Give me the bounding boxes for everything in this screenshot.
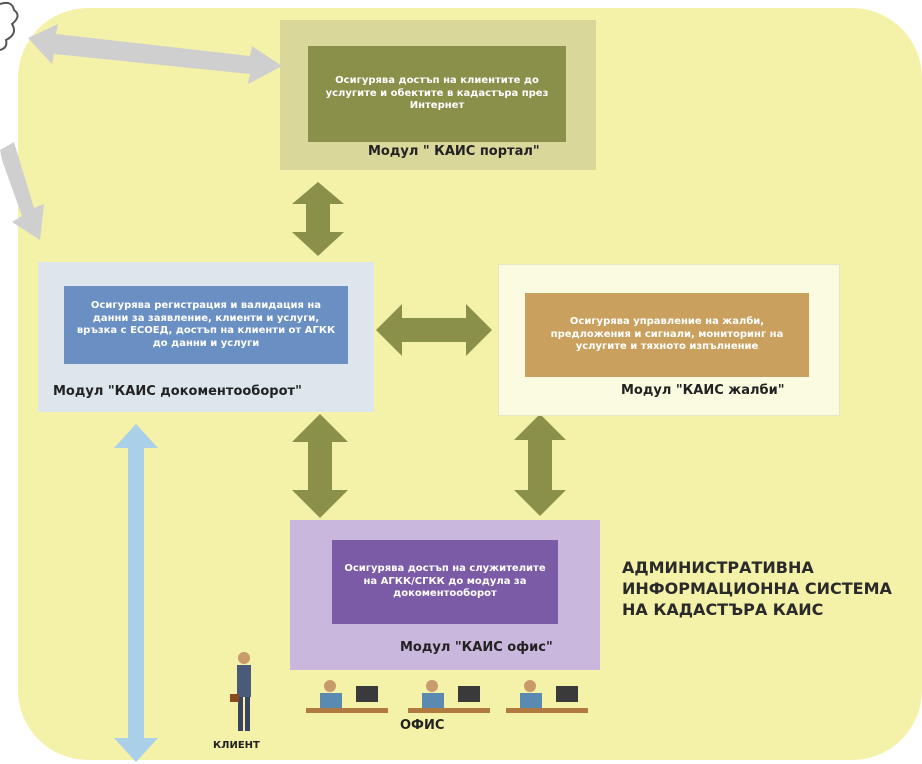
module-office-label: Модул "КАИС офис" bbox=[400, 640, 553, 655]
client-person-icon bbox=[230, 652, 251, 731]
office-worker-icon bbox=[506, 680, 588, 713]
module-docs-label: Модул "КАИС докоментооборот" bbox=[53, 384, 302, 399]
module-portal-description: Осигурява достъп на клиентите до услугит… bbox=[308, 46, 566, 142]
office-worker-icon bbox=[306, 680, 388, 713]
module-docs: Осигурява регистрация и валидация на дан… bbox=[38, 262, 374, 412]
grey-arrow-cloud-portal bbox=[28, 24, 282, 84]
module-docs-description: Осигурява регистрация и валидация на дан… bbox=[64, 286, 348, 364]
arrow-portal-docs bbox=[292, 182, 344, 256]
module-complaints: Осигурява управление на жалби, предложен… bbox=[498, 264, 840, 416]
arrow-docs-office bbox=[292, 414, 348, 518]
module-portal: Осигурява достъп на клиентите до услугит… bbox=[280, 20, 596, 170]
arrow-docs-complaints bbox=[376, 304, 492, 356]
system-title: АДМИНИСТРАТИВНА ИНФОРМАЦИОННА СИСТЕМА НА… bbox=[622, 558, 892, 619]
client-label: КЛИЕНТ bbox=[213, 740, 260, 751]
office-worker-icon bbox=[408, 680, 490, 713]
arrow-complaints-office bbox=[514, 414, 566, 516]
module-office-description: Осигурява достъп на служителите на АГКК/… bbox=[332, 540, 558, 624]
office-label: ОФИС bbox=[400, 718, 445, 733]
module-complaints-description: Осигурява управление на жалби, предложен… bbox=[525, 293, 809, 377]
module-complaints-label: Модул "КАИС жалби" bbox=[621, 383, 785, 398]
module-portal-label: Модул " КАИС портал" bbox=[368, 144, 540, 159]
grey-arrow-cloud-docs bbox=[0, 142, 44, 240]
arrow-client-docs bbox=[114, 424, 158, 762]
cloud-icon bbox=[0, 1, 19, 51]
module-office: Осигурява достъп на служителите на АГКК/… bbox=[290, 520, 600, 670]
